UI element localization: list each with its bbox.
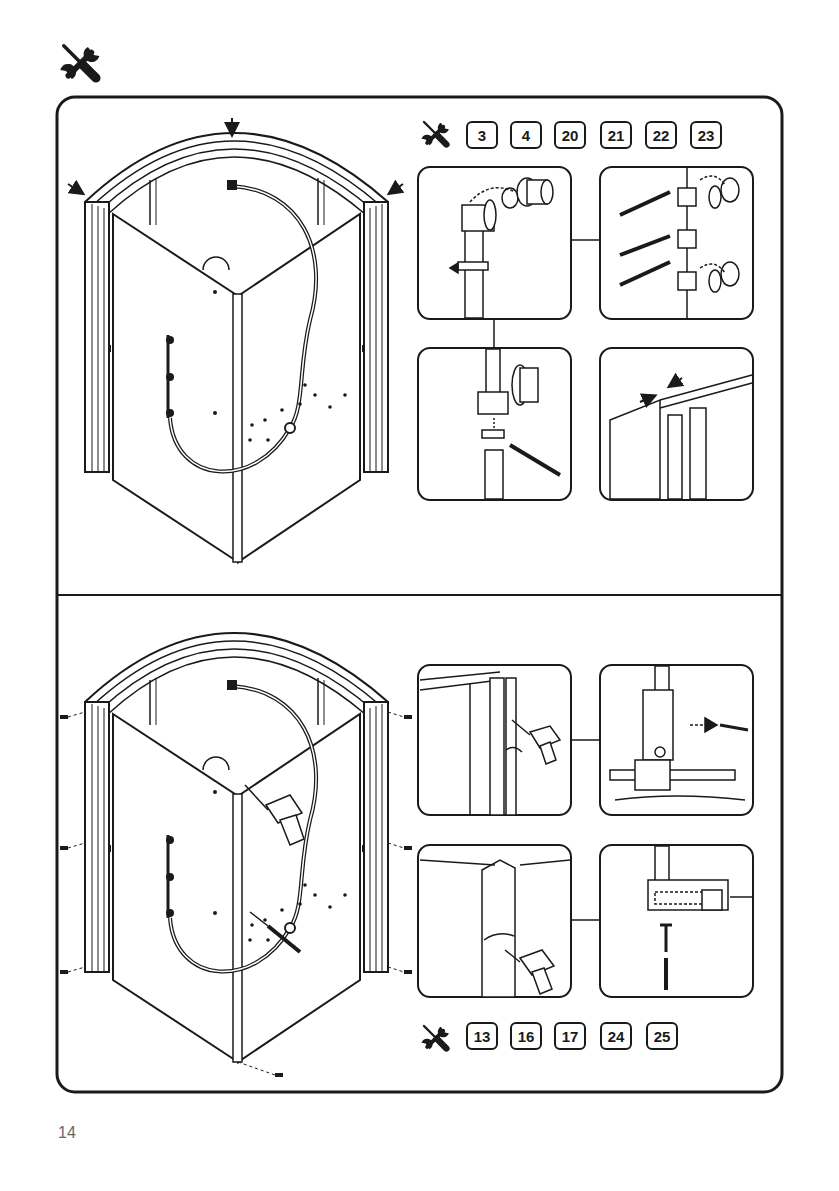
part-number-box: 20 [554,121,586,149]
part-number: 17 [562,1029,579,1044]
part-number: 20 [562,128,579,143]
part-number: 4 [522,128,530,143]
part-number: 16 [518,1029,535,1044]
part-number: 13 [474,1029,491,1044]
part-number: 22 [653,128,670,143]
part-number-box: 21 [600,121,632,149]
part-number: 3 [478,128,486,143]
part-number: 21 [608,128,625,143]
part-number-box: 23 [690,121,722,149]
part-number-box: 13 [466,1022,498,1050]
part-number: 23 [698,128,715,143]
part-number-box: 3 [466,121,498,149]
part-number-box: 17 [554,1022,586,1050]
page-number: 14 [58,1124,76,1142]
part-number: 24 [608,1029,625,1044]
part-number-box: 25 [646,1022,678,1050]
part-number: 25 [654,1029,671,1044]
part-number-box: 24 [600,1022,632,1050]
part-number-box: 4 [510,121,542,149]
part-number-box: 16 [510,1022,542,1050]
part-number-box: 22 [645,121,677,149]
